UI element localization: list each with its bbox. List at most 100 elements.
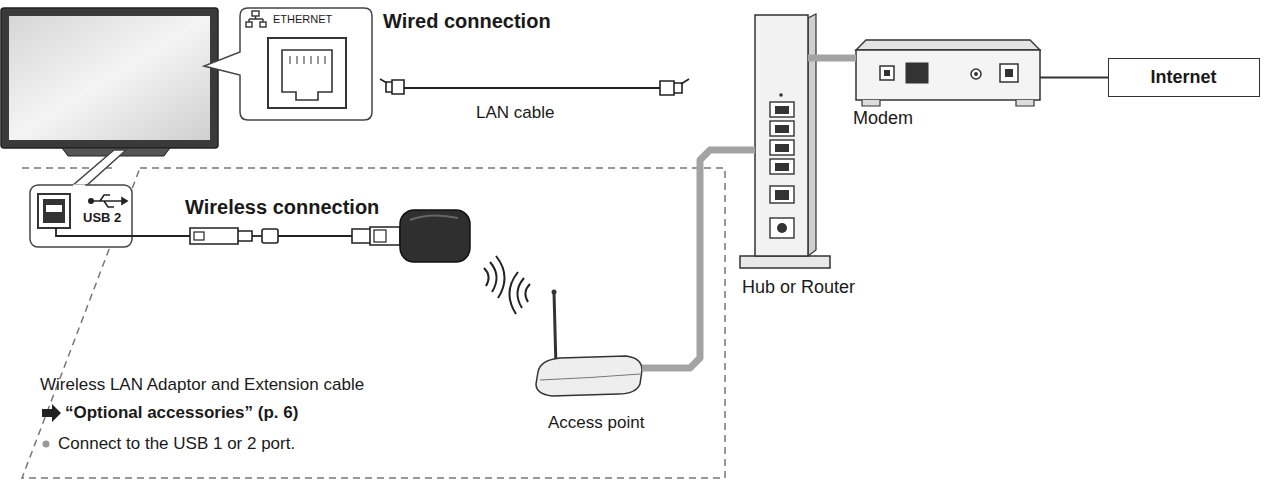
modem-button: [971, 69, 981, 79]
wave: [517, 278, 524, 308]
router-port: [770, 186, 794, 203]
plug-clip: [380, 79, 387, 83]
usb-symbol-lines: [92, 195, 122, 207]
port-jack: [775, 144, 789, 152]
extension-cable: [278, 235, 352, 237]
router-base: [740, 256, 830, 268]
modem-button-dot: [974, 72, 978, 76]
ferrite-core: [262, 229, 278, 243]
access-point: Access point: [536, 356, 642, 396]
wireless-waves: [484, 256, 530, 314]
modem-power-jack: [1005, 69, 1013, 77]
ethernet-port: [268, 38, 346, 108]
wave: [525, 284, 530, 302]
power-jack: [777, 223, 787, 233]
node-label: Hub or Router: [742, 277, 855, 298]
network-icon-lines: [249, 16, 263, 22]
modem: Modem: [856, 40, 1040, 100]
wave: [496, 256, 505, 298]
callout-join: [73, 185, 85, 188]
lan-cable: [380, 79, 689, 95]
wave: [484, 268, 489, 286]
usb-plug: [352, 227, 400, 245]
router-port: [770, 121, 794, 136]
wave: [490, 262, 497, 292]
modem-body: [856, 50, 1040, 100]
plug-clip: [681, 79, 689, 84]
node-label: USB 2: [83, 211, 121, 226]
extension-cable: [252, 235, 262, 237]
modem-power: [1000, 64, 1018, 82]
cable-connector: [642, 150, 755, 368]
callout-outline: [204, 8, 372, 120]
node-label: Internet: [1150, 67, 1216, 88]
tv-set: [1, 8, 218, 156]
antenna-tip: [552, 290, 557, 295]
access-point-seam: [540, 374, 640, 380]
node-label: Access point: [548, 413, 644, 433]
port-callout: USB 2: [30, 185, 132, 247]
usb-port-inner: [43, 199, 65, 223]
network-icon-box: [252, 11, 259, 16]
node-note: Connect to the USB 1 or 2 port.: [58, 434, 295, 454]
modem-port: [906, 63, 928, 83]
extension-cable: [56, 228, 190, 236]
router-ports: [770, 102, 794, 238]
cable-connector: [808, 55, 856, 62]
usb-port: [38, 194, 70, 228]
usb-symbol: [89, 195, 127, 207]
plug-grip: [194, 232, 204, 240]
router-body: [755, 15, 808, 256]
usb-symbol-dot: [89, 199, 93, 203]
port-jacks: [775, 106, 789, 233]
port-jack: [775, 163, 789, 171]
bullet: [43, 441, 50, 448]
network-icon: [246, 11, 266, 27]
callout-outline: [30, 185, 132, 247]
modem-jack: [884, 70, 890, 76]
node-label: Modem: [853, 108, 913, 129]
port-jack: [775, 125, 789, 133]
adaptor-body: [400, 210, 470, 262]
jack-contacts: [290, 56, 325, 64]
network-icon-box: [246, 22, 252, 27]
section-heading: Wired connection: [383, 10, 551, 33]
network-icon-box: [260, 22, 266, 27]
cable-connector: [1040, 77, 1108, 79]
cable-plug: [386, 80, 404, 94]
usb-callout: [30, 150, 190, 247]
internet-box: Internet: [1108, 58, 1260, 97]
ethernet-jack: [282, 50, 332, 100]
tv-frame: [1, 8, 218, 148]
modem-feet: [862, 100, 1034, 106]
plug-grip: [374, 230, 386, 242]
callout-pointer: [72, 150, 126, 186]
modem-device: [856, 40, 1040, 106]
router-led: [779, 93, 783, 97]
router-port: [770, 218, 794, 238]
port-jack: [775, 190, 789, 200]
router-port: [770, 140, 794, 155]
port-callout: ETHERNET: [240, 8, 372, 120]
wireless-region-outline: [22, 168, 725, 478]
wireless-region: Wireless connectionWireless LAN Adaptor …: [22, 168, 725, 478]
node-label: Wireless connection: [185, 196, 379, 219]
node-label: ETHERNET: [273, 13, 332, 26]
modem-port: [880, 66, 894, 80]
tv-screen: [9, 16, 210, 140]
router: Hub or Router: [755, 15, 808, 256]
router-device: [740, 14, 830, 268]
wave: [509, 272, 518, 314]
cable-wire: [404, 87, 660, 89]
antenna: [554, 292, 556, 368]
node-note: Wireless LAN Adaptor and Extension cable: [40, 375, 364, 395]
ethernet-callout: [204, 8, 372, 120]
access-point-device: [536, 290, 642, 397]
access-point-body: [536, 356, 642, 396]
usb-port-tongue: [46, 205, 62, 212]
port-jack: [775, 106, 789, 114]
router-side: [808, 14, 816, 256]
node-note: “Optional accessories” (p. 6): [65, 403, 298, 423]
cable-plug: [660, 81, 682, 95]
